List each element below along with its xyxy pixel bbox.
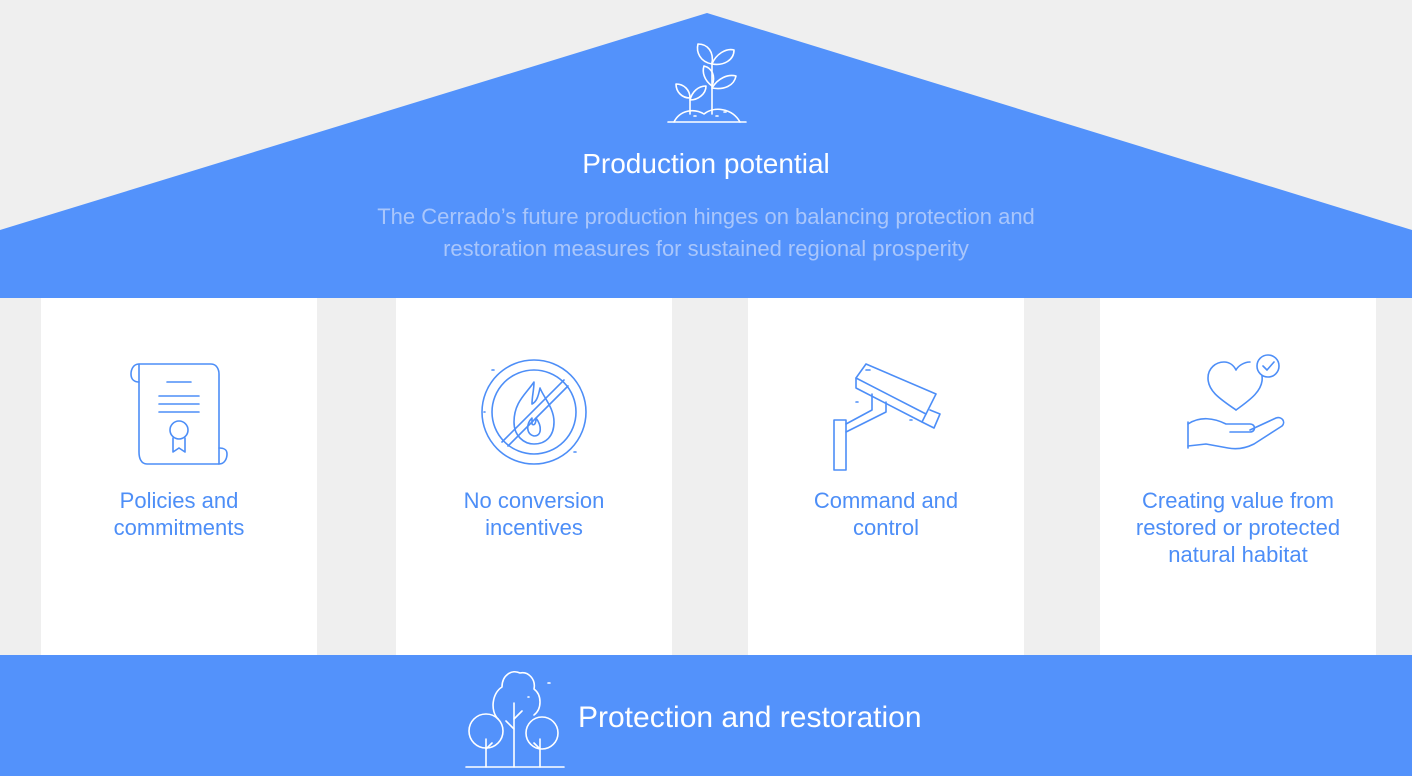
pillar-no-conversion: No conversion incentives [396, 298, 672, 655]
roof-description: The Cerrado’s future production hinges o… [377, 204, 1035, 261]
base-title: Protection and restoration [578, 701, 922, 734]
seedling-plants-icon [667, 43, 747, 123]
pillar-label: Policies and commitments [113, 488, 245, 540]
heart-in-hand-icon [1187, 354, 1285, 450]
certificate-scroll-icon [130, 363, 228, 465]
roof-shape [0, 13, 1412, 298]
pillar-label: No conversion incentives [463, 488, 605, 540]
roof-title: Production potential [582, 148, 830, 179]
pillar-command-control: Command and control [748, 298, 1024, 655]
pillar-creating-value: Creating value from restored or protecte… [1100, 298, 1376, 655]
no-fire-icon [481, 359, 587, 465]
pillar-label: Creating value from restored or protecte… [1135, 488, 1341, 567]
trees-icon [465, 671, 565, 768]
pillar-label: Command and control [813, 488, 959, 540]
pillar-policies: Policies and commitments [41, 298, 317, 655]
security-camera-icon [833, 363, 941, 471]
base-band: Protection and restoration [0, 655, 1412, 776]
